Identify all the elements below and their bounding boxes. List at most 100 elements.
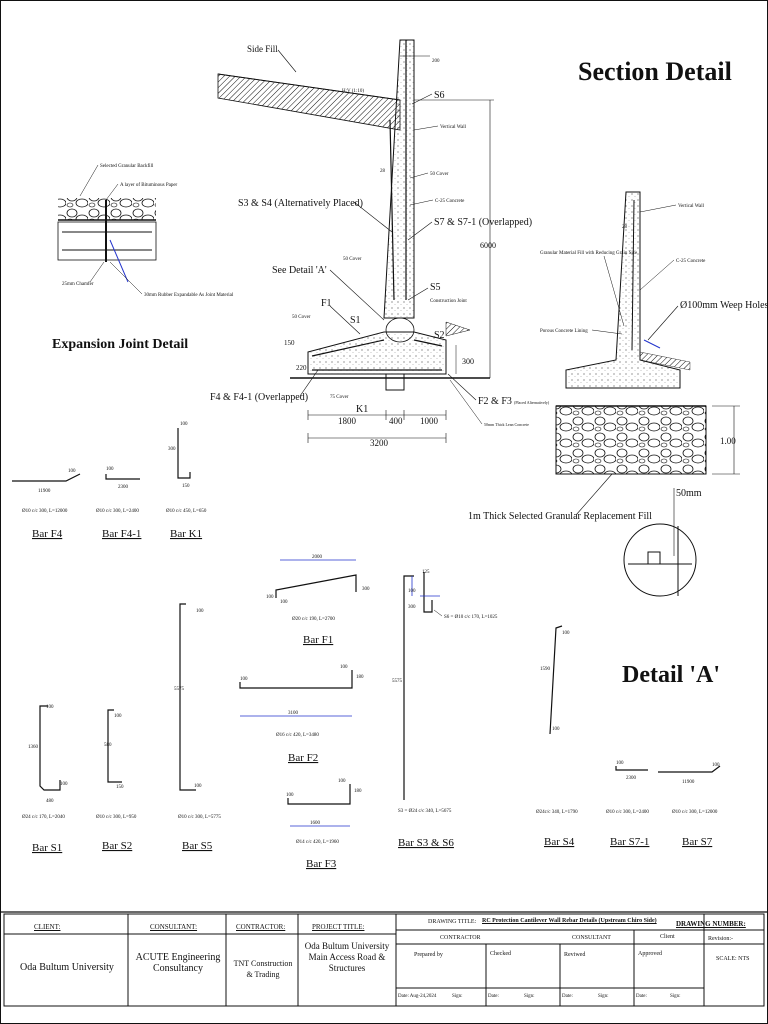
bar-f41-shape: 100 2300 Ø10 c/c 300, L=2400 Bar F4-1 (96, 467, 141, 540)
s1-label: S1 (350, 315, 361, 326)
date-2: Date: (488, 994, 499, 999)
bar-s7-shape: 100 11900 Ø10 c/c 300, L=12000 Bar S7 (658, 763, 721, 848)
checked: Checked (490, 951, 511, 957)
s3s4-label: S3 & S4 (Alternatively Placed) (238, 198, 363, 209)
d1000: 1000 (420, 416, 439, 426)
wall-stem (383, 39, 415, 319)
bar-s4-d2: 1590 (540, 667, 551, 672)
drawing-title-label: DRAWING TITLE: (428, 919, 477, 925)
client-label: CLIENT: (34, 923, 61, 931)
top-dim: 200 (432, 59, 440, 64)
bar-s1-d1: 100 (46, 705, 54, 710)
slope-label: H:V (1:10) (342, 89, 364, 94)
bar-s7-name: Bar S7 (682, 836, 713, 848)
s7-label: S7 & S7-1 (Overlapped) (434, 217, 532, 228)
dim-220: 220 (296, 364, 307, 372)
bar-k1-name: Bar K1 (170, 528, 202, 540)
bar-f3-spec: Ø14 c/c 420, L=1960 (296, 840, 339, 845)
bar-s3s6-d1: 125 (422, 570, 430, 575)
bar-f4-shape: 11900 100 Ø10 c/c 300, L=12000 Bar F4 (12, 469, 81, 540)
k1-label: K1 (356, 404, 368, 415)
bar-f2-name: Bar F2 (288, 752, 318, 764)
detail-a-circle (623, 523, 697, 597)
project-name: Oda Bultum University Main Access Road &… (304, 941, 390, 973)
contractor-label: CONTRACTOR: (236, 923, 286, 931)
bar-s4-d3: 100 (552, 727, 560, 732)
side-fill-hatch (217, 73, 401, 131)
detail-a-title: Detail 'A' (622, 662, 720, 688)
bar-f41-d2: 100 (106, 467, 114, 472)
bar-f3-d3: 100 (338, 779, 346, 784)
bar-s3s6-d3: 300 (408, 605, 416, 610)
drawing-number-label: DRAWING NUMBER: (676, 920, 746, 928)
expansion-title: Expansion Joint Detail (52, 337, 188, 352)
revision: Revision:- (708, 936, 733, 942)
col-contractor: CONTRACTOR (440, 935, 481, 941)
bar-f41-name: Bar F4-1 (102, 528, 141, 540)
bar-f1-name: Bar F1 (303, 634, 333, 646)
bar-f1-d3: 100 (266, 595, 274, 600)
sign-3: Sign: (598, 994, 609, 999)
bar-f2-d3: 100 (340, 665, 348, 670)
bar-f4-spec: Ø10 c/c 300, L=12000 (22, 509, 68, 514)
date-3: Date: (562, 994, 573, 999)
bar-k1-d3: 150 (182, 484, 190, 489)
bar-s5-d3: 100 (194, 784, 202, 789)
weep-wall (565, 191, 681, 389)
bar-f41-d1: 2300 (118, 485, 129, 490)
bar-s1-shape: 100 1360 100 480 Ø24 c/c 170, L=2040 Bar… (22, 705, 68, 854)
bar-s2-shape: 100 580 150 Ø10 c/c 300, L=950 Bar S2 (96, 709, 137, 852)
rubber-label: 30mm Rubber Expandable As Joint Material (144, 293, 234, 298)
bar-s1-d2: 1360 (28, 745, 39, 750)
s2-label: S2 (434, 330, 445, 341)
bar-s7-d2: 11900 (682, 780, 695, 785)
vertical-wall-label: Vertical Wall (440, 125, 467, 130)
construction-joint-label: Construction Joint (430, 299, 467, 304)
bar-f1-shape: 2000 300 100 100 Ø20 c/c 190, L=2700 Bar… (266, 555, 370, 646)
f1-label: F1 (321, 298, 332, 309)
contractor-name: TNT Construction & Trading (233, 959, 293, 979)
d1800: 1800 (338, 416, 357, 426)
bar-f2-d2: 3100 (288, 711, 299, 716)
cover-50-a: 50 Cover (430, 172, 449, 177)
bar-f4-d1: 11900 (38, 489, 51, 494)
bar-s71-d2: 2300 (626, 776, 637, 781)
weep-section: 28 Vertical Wall Granular Material Fill … (468, 191, 768, 522)
bar-s2-d2: 580 (104, 743, 112, 748)
bar-s7-d1: 100 (712, 763, 720, 768)
f2f3-note: (Placed Alternatively) (514, 400, 550, 405)
date-4: Date: (636, 994, 647, 999)
bar-s1-d4: 480 (46, 799, 54, 804)
dim-150: 150 (284, 339, 295, 347)
weep-vertical-wall: Vertical Wall (678, 204, 705, 209)
bar-s71-d1: 100 (616, 761, 624, 766)
bar-s71-name: Bar S7-1 (610, 836, 649, 848)
scale: SCALE: NTS (716, 956, 750, 962)
bar-s1-d3: 100 (60, 782, 68, 787)
bar-f4-d2: 100 (68, 469, 76, 474)
bar-f3-d4: 180 (354, 789, 362, 794)
cover-50-c: 50 Cover (292, 315, 311, 320)
bar-f3-shape: 100 1600 100 180 Ø14 c/c 420, L=1960 Bar… (286, 779, 362, 870)
s6-label: S6 (434, 90, 445, 101)
granular-fill (555, 405, 707, 475)
bar-s71-shape: 100 2300 Ø10 c/c 300, L=2400 Bar S7-1 (606, 761, 649, 848)
approved: Approved (638, 951, 662, 957)
sign-2: Sign: (524, 994, 535, 999)
prepared: Prepared by (414, 952, 443, 958)
bar-s5-spec: Ø10 c/c 300, L=5775 (178, 815, 221, 820)
bar-s5-d2: 5575 (174, 687, 185, 692)
bar-f4-name: Bar F4 (32, 528, 63, 540)
sign-4: Sign: (670, 994, 681, 999)
backfill-label: Selected Granular Backfill (100, 164, 154, 169)
bar-f3-name: Bar F3 (306, 858, 337, 870)
bar-s3s6-name: Bar S3 & S6 (398, 837, 454, 849)
weep-granular: Granular Material Fill with Reducing Gra… (540, 251, 638, 256)
fill-dim: 1.00 (720, 436, 736, 446)
section-detail-title: Section Detail (578, 57, 732, 86)
paper-label: A layer of Bituminous Paper (120, 183, 178, 188)
bar-s4-spec: Ø24c/c 340, L=1790 (536, 810, 578, 815)
bar-f3-d1: 100 (286, 793, 294, 798)
cover-75: 75 Cover (330, 395, 349, 400)
